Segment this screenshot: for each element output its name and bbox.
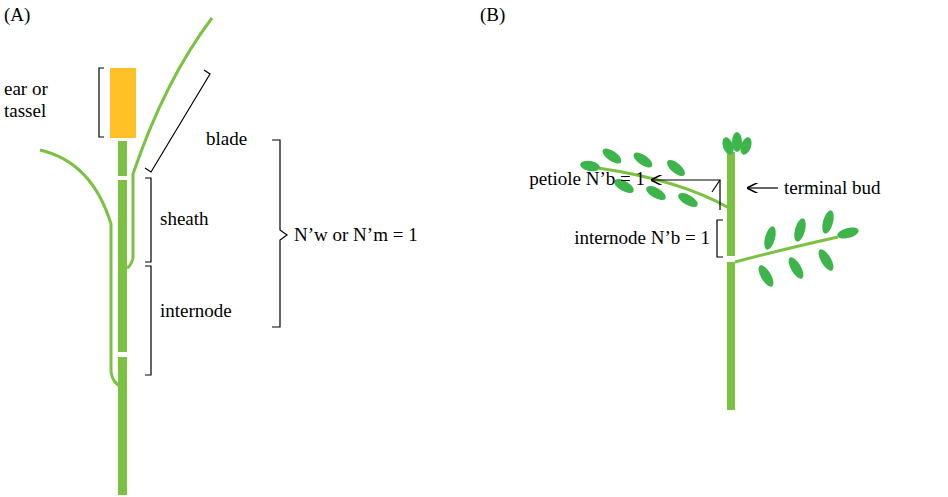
bracket (145, 266, 151, 375)
leaf-outline (40, 150, 121, 386)
bracket (717, 220, 723, 257)
bracket (99, 68, 104, 137)
leaf-outline (127, 18, 212, 268)
stem-segment (727, 262, 735, 410)
part-label: terminal bud (784, 177, 881, 199)
stem-segment (118, 180, 127, 352)
ear-shape (110, 68, 136, 138)
part-label: sheath (160, 208, 209, 230)
stem-segment (118, 357, 127, 495)
bracket (145, 178, 151, 262)
count-label: N’w or N’m = 1 (294, 224, 418, 246)
part-label: blade (206, 128, 247, 150)
stem-segment (727, 152, 735, 256)
panel-letter: (B) (480, 4, 505, 26)
part-label: internode (160, 300, 232, 322)
leader-arrow (652, 180, 720, 210)
part-label: internode N’b = 1 (574, 227, 710, 249)
leader-arrow (748, 187, 778, 188)
part-label: petiole N’b = 1 (529, 168, 645, 190)
part-label: ear or tassel (4, 78, 68, 122)
leaflets (579, 132, 860, 289)
stem-segment (118, 141, 127, 176)
leader-line (712, 180, 720, 192)
bracket (145, 70, 210, 172)
bracket (272, 140, 287, 327)
panel-letter: (A) (4, 4, 30, 26)
